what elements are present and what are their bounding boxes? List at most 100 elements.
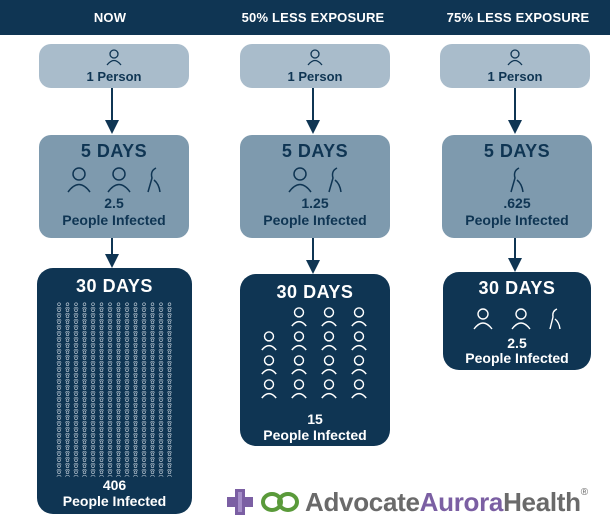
thirty-days-title: 30 DAYS <box>478 278 556 298</box>
thirty-days-title: 30 DAYS <box>76 276 153 296</box>
person-icon <box>116 452 121 459</box>
person-icon <box>73 338 79 345</box>
person-icon <box>133 446 138 453</box>
person-icon <box>116 380 121 387</box>
person-icon <box>56 350 62 357</box>
person-icon <box>107 167 131 193</box>
person-icon <box>99 410 104 417</box>
person-icon <box>107 362 113 369</box>
person-icon <box>167 392 172 399</box>
person-icon <box>99 320 104 327</box>
person-icon <box>82 332 87 339</box>
person-icon <box>116 320 121 327</box>
person-icon <box>82 374 87 381</box>
person-icon <box>90 302 96 309</box>
person-icon <box>167 452 172 459</box>
person-icon <box>124 302 130 309</box>
person-icon <box>116 350 121 357</box>
person-icon <box>150 458 155 465</box>
person-icon <box>141 344 147 351</box>
person-icon <box>141 356 147 363</box>
person-icon <box>73 446 79 453</box>
person-icon <box>133 404 138 411</box>
person-icon <box>82 320 87 327</box>
person-icon <box>82 446 87 453</box>
person-icon <box>116 470 121 477</box>
person-icon <box>73 362 79 369</box>
thirty-days-title: 30 DAYS <box>276 282 354 302</box>
person-icon <box>56 410 62 417</box>
five-days-box-75: 5 DAYS .625 People Infected <box>442 135 592 238</box>
person-icon <box>56 338 62 345</box>
person-icon <box>141 332 147 339</box>
person-icon <box>167 344 172 351</box>
person-icon <box>90 368 96 375</box>
person-icon <box>73 416 79 423</box>
person-icon <box>124 458 130 465</box>
person-icon <box>141 452 147 459</box>
person-icon <box>133 440 138 447</box>
person-icon <box>124 416 130 423</box>
person-icon <box>141 326 147 333</box>
person-icon <box>56 374 62 381</box>
person-icon <box>150 422 155 429</box>
person-icon <box>167 380 172 387</box>
person-icon <box>82 398 87 405</box>
half-person-icon <box>549 308 561 330</box>
person-icon <box>73 314 79 321</box>
person-icon <box>82 308 87 315</box>
person-icon <box>167 356 172 363</box>
person-icon <box>133 398 138 405</box>
person-icon <box>65 410 70 417</box>
person-icon <box>90 416 96 423</box>
person-icon <box>150 470 155 477</box>
person-icon <box>167 350 172 357</box>
person-icon <box>65 302 70 309</box>
person-icon <box>90 374 96 381</box>
person-icon <box>56 458 62 465</box>
header-now: NOW <box>93 10 127 25</box>
person-icon <box>73 386 79 393</box>
thirty-days-value: 406 <box>102 477 127 493</box>
person-icon <box>107 326 113 333</box>
person-icon <box>124 320 130 327</box>
person-icon <box>351 379 367 399</box>
person-icon <box>133 344 138 351</box>
person-icon <box>99 434 104 441</box>
person-icon <box>167 368 172 375</box>
person-icon <box>82 458 87 465</box>
person-icon <box>116 344 121 351</box>
person-icon <box>167 332 172 339</box>
person-icon <box>167 338 172 345</box>
person-icon <box>116 374 121 381</box>
person-icon <box>99 362 104 369</box>
person-icon <box>158 458 164 465</box>
person-icon <box>124 350 130 357</box>
person-icon <box>133 392 138 399</box>
person-icon <box>99 416 104 423</box>
person-icon <box>158 338 164 345</box>
five-days-box-50: 5 DAYS 1.25 People Infected <box>240 135 390 238</box>
person-icon <box>65 446 70 453</box>
arrow-down-icon <box>105 88 119 134</box>
person-icon <box>107 392 113 399</box>
person-icon <box>124 392 130 399</box>
person-icon <box>107 446 113 453</box>
person-icon <box>56 404 62 411</box>
person-icon <box>107 434 113 441</box>
header-bar: NOW 50% LESS EXPOSURE 75% LESS EXPOSURE <box>0 0 610 35</box>
person-icon <box>56 362 62 369</box>
person-icon <box>158 398 164 405</box>
person-icon <box>141 386 147 393</box>
person-icon <box>150 368 155 375</box>
person-icon <box>158 452 164 459</box>
person-icon <box>167 308 172 315</box>
person-icon <box>56 440 62 447</box>
arrow-down-icon <box>105 238 119 268</box>
person-icon <box>158 404 164 411</box>
person-icon <box>56 308 62 315</box>
person-icon <box>167 320 172 327</box>
person-icon <box>99 308 104 315</box>
person-label: 1 Person <box>287 69 343 84</box>
person-icon <box>65 368 70 375</box>
